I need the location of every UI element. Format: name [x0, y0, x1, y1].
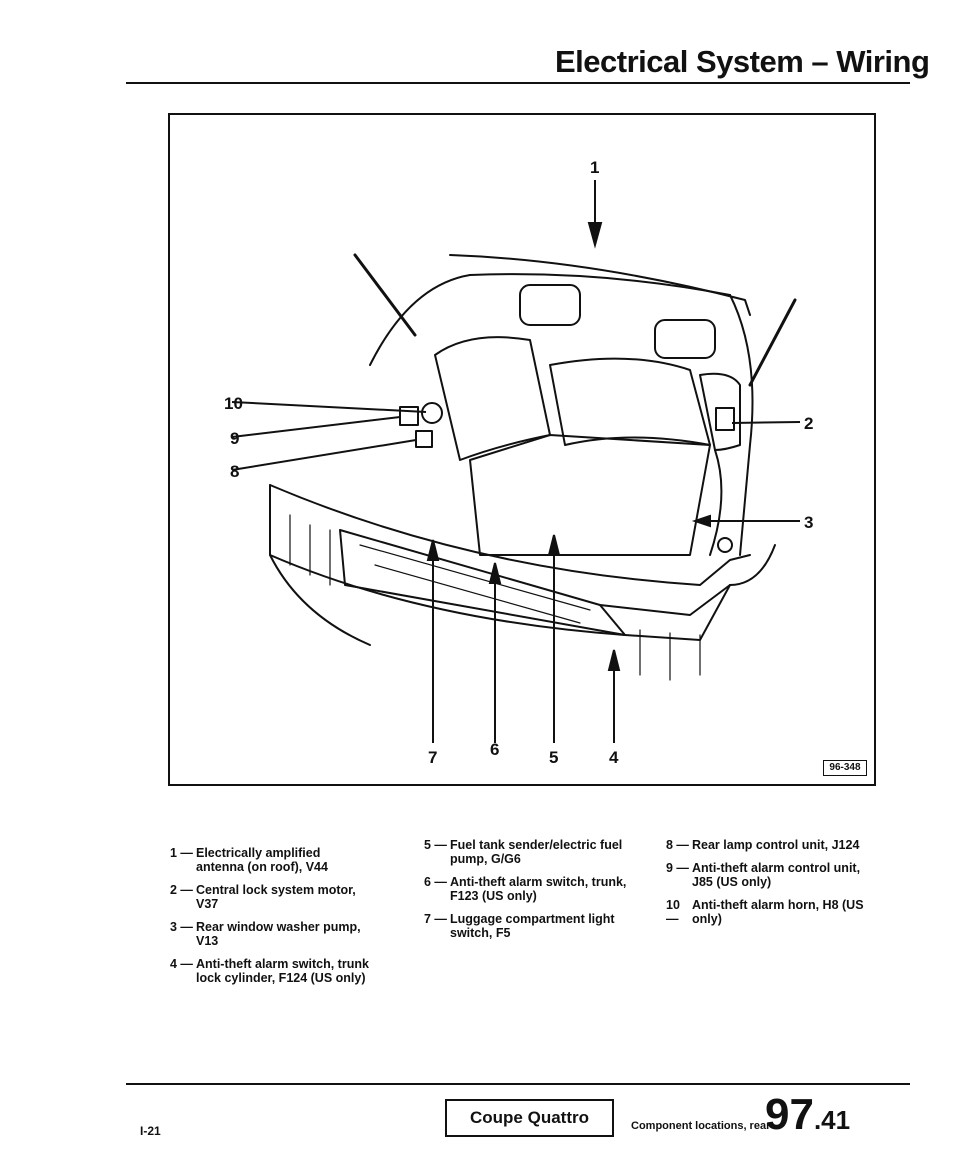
legend-text: Rear window washer pump, V13 [196, 920, 361, 948]
legend-number: 2 — [170, 883, 193, 897]
figure-reference-number: 96-348 [823, 760, 867, 776]
legend-number: 10 — [666, 898, 680, 926]
page-title: Electrical System – Wiring [555, 44, 930, 79]
legend-item: 10 — Anti-theft alarm horn, H8 (US only) [666, 898, 876, 926]
central-lock-motor [715, 407, 735, 431]
arrow-5 [547, 534, 561, 556]
washer-pump [717, 537, 733, 553]
arrow-3 [691, 514, 711, 528]
page-number-sub: .41 [813, 1105, 851, 1135]
legend-column-2: 5 —Fuel tank sender/electric fuel pump, … [424, 838, 644, 949]
legend-text: Anti-theft alarm switch, trunk lock cyli… [196, 957, 369, 985]
page-number: 97.41 [765, 1090, 850, 1140]
section-label: Component locations, rear [631, 1120, 771, 1132]
callout-2: 2 [804, 414, 813, 433]
legend-text: Luggage compartment light switch, F5 [450, 912, 615, 940]
page-id: I-21 [140, 1124, 161, 1138]
headrest-left [519, 284, 581, 326]
legend-column-3: 8 —Rear lamp control unit, J124 9 —Anti-… [666, 838, 876, 935]
legend-column-1: 1 —Electrically amplified antenna (on ro… [170, 846, 370, 994]
legend-item: 4 —Anti-theft alarm switch, trunk lock c… [170, 957, 370, 985]
luggage-floor [469, 434, 711, 556]
headrest-right [654, 319, 716, 359]
legend-item: 8 —Rear lamp control unit, J124 [666, 838, 876, 852]
legend-number: 9 — [666, 861, 689, 875]
legend-number: 6 — [424, 875, 447, 889]
arrow-4 [607, 649, 621, 671]
legend-number: 5 — [424, 838, 447, 852]
legend-number: 4 — [170, 957, 193, 971]
hatch-opening-right [729, 294, 754, 556]
page-number-main: 97 [765, 1090, 814, 1139]
header-rule [126, 82, 910, 84]
callout-10: 10 [224, 394, 243, 413]
footer-rule [126, 1083, 910, 1085]
legend-number: 3 — [170, 920, 193, 934]
figure-frame [168, 113, 876, 786]
callout-6: 6 [490, 740, 499, 759]
legend-item: 2 —Central lock system motor, V37 [170, 883, 370, 911]
rear-tail-panel [339, 529, 626, 636]
rear-luggage-compartment-illustration: 1 2 3 4 5 6 7 8 9 10 [224, 158, 813, 767]
callout-8: 8 [230, 462, 239, 481]
arrow-6 [488, 562, 502, 584]
legend-item: 7 —Luggage compartment light switch, F5 [424, 912, 644, 940]
legend-text: Electrically amplified antenna (on roof)… [196, 846, 328, 874]
legend-item: 5 —Fuel tank sender/electric fuel pump, … [424, 838, 644, 866]
legend-item: 3 —Rear window washer pump, V13 [170, 920, 370, 948]
legend-text: Fuel tank sender/electric fuel pump, G/G… [450, 838, 623, 866]
rear-sill [269, 484, 751, 586]
legend-text: Rear lamp control unit, J124 [692, 838, 860, 852]
rear-seat-back-left [434, 336, 551, 461]
legend-text: Anti-theft alarm control unit, J85 (US o… [692, 861, 861, 889]
arrow-1 [587, 222, 603, 249]
legend-number: 8 — [666, 838, 689, 852]
callout-3: 3 [804, 513, 813, 532]
hatch-opening-left [369, 274, 471, 366]
callout-9: 9 [230, 429, 239, 448]
legend-text: Anti-theft alarm switch, trunk, F123 (US… [450, 875, 627, 903]
legend-number: 7 — [424, 912, 447, 926]
legend-item: 6 —Anti-theft alarm switch, trunk, F123 … [424, 875, 644, 903]
hatch-strut-left [353, 253, 417, 337]
edition-box: Coupe Quattro [445, 1099, 614, 1137]
legend-item: 9 —Anti-theft alarm control unit, J85 (U… [666, 861, 876, 889]
hatch-strut-right [748, 298, 797, 387]
legend-number: 1 — [170, 846, 193, 860]
arrow-7 [426, 539, 440, 561]
callout-5: 5 [549, 748, 558, 767]
rear-seat-back-center [549, 357, 711, 446]
callout-1: 1 [590, 158, 599, 177]
legend-text: Central lock system motor, V37 [196, 883, 356, 911]
callout-4: 4 [609, 748, 619, 767]
alarm-horn [421, 402, 443, 424]
hatch-opening-top [449, 254, 751, 316]
rear-lamp-control-unit [415, 430, 433, 448]
legend-text: Anti-theft alarm horn, H8 (US only) [692, 898, 864, 926]
alarm-control-unit [399, 406, 419, 426]
callout-7: 7 [428, 748, 437, 767]
legend-item: 1 —Electrically amplified antenna (on ro… [170, 846, 370, 874]
